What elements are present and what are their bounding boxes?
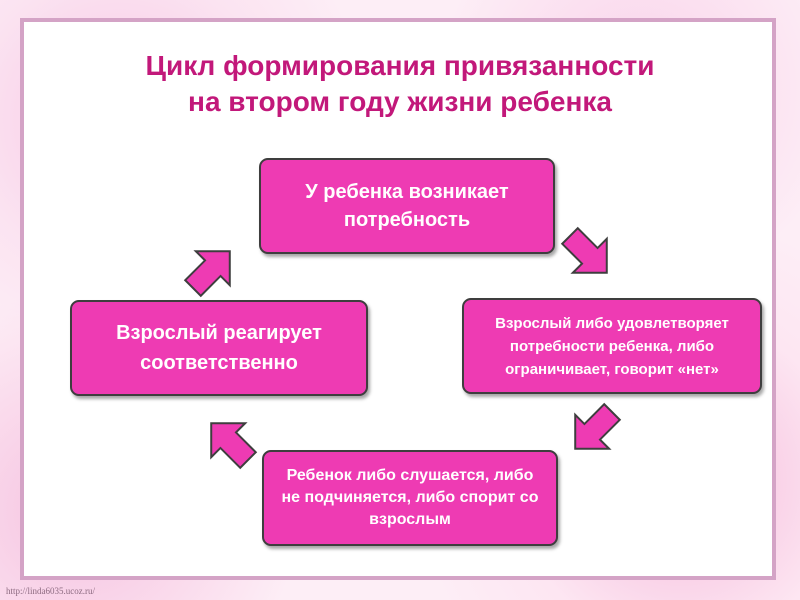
cycle-box-adult-response-text: Взрослый либо удовлетворяет потребности … <box>495 314 729 378</box>
cycle-box-adult-response: Взрослый либо удовлетворяет потребности … <box>462 298 762 394</box>
source-url: http://linda6035.ucoz.ru/ <box>6 586 95 596</box>
arrow-left-to-top <box>183 250 231 298</box>
cycle-box-child-reaction-text: Ребенок либо слушается, либо не подчиняе… <box>281 467 539 528</box>
cycle-box-child-reaction: Ребенок либо слушается, либо не подчиняе… <box>262 450 558 546</box>
cycle-box-adult-reacts: Взрослый реагирует соответственно <box>70 300 368 396</box>
arrow-bottom-to-left <box>210 422 258 470</box>
arrow-top-to-right <box>560 226 608 274</box>
cycle-box-adult-reacts-text: Взрослый реагирует соответственно <box>116 322 322 374</box>
cycle-box-need-text: У ребенка возникает потребность <box>305 181 509 231</box>
title-line-2: на втором году жизни ребенка <box>188 86 612 117</box>
slide-title: Цикл формирования привязанности на второ… <box>0 48 800 120</box>
title-line-1: Цикл формирования привязанности <box>145 50 655 81</box>
cycle-box-need: У ребенка возникает потребность <box>259 158 555 254</box>
arrow-right-to-bottom <box>574 402 622 450</box>
